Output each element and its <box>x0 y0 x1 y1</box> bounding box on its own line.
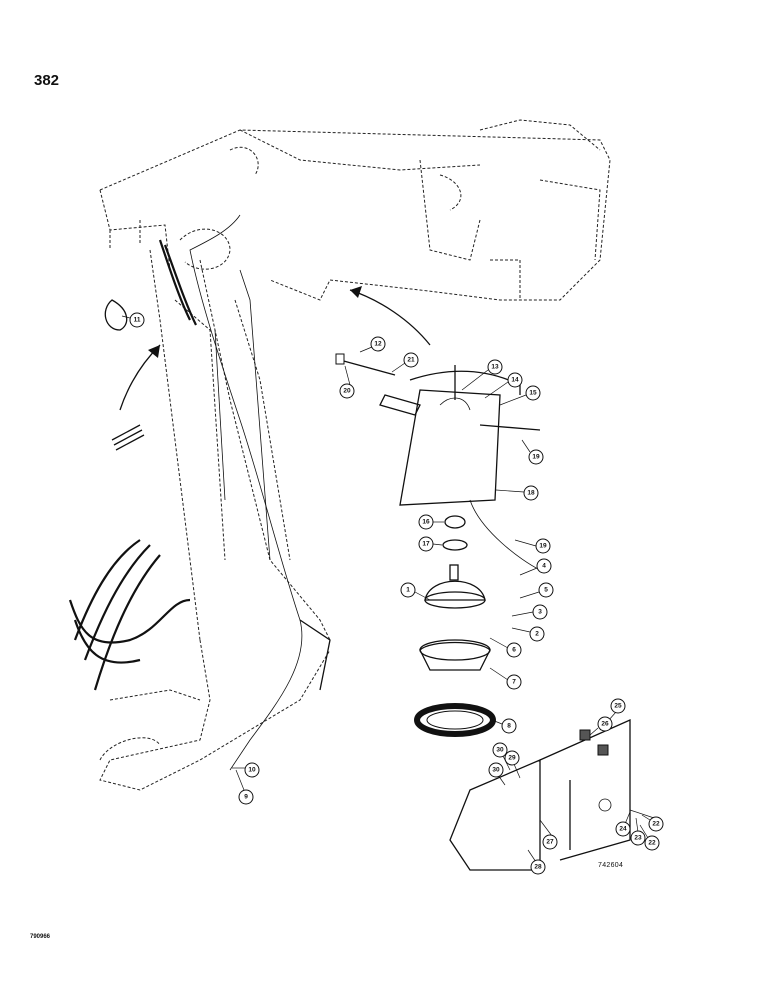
callout-30-upper: 30 <box>492 742 511 771</box>
svg-text:25: 25 <box>614 703 622 710</box>
wiring-harness <box>189 214 541 771</box>
svg-text:14: 14 <box>511 377 519 384</box>
svg-text:16: 16 <box>422 519 430 526</box>
callout-9: 9 <box>235 769 254 805</box>
callout-15: 15 <box>499 385 541 406</box>
callout-20: 20 <box>339 365 355 399</box>
callout-18: 18 <box>495 485 539 501</box>
callout-28: 28 <box>527 849 546 875</box>
callout-7: 7 <box>489 667 522 690</box>
svg-text:29: 29 <box>508 755 516 762</box>
svg-text:19: 19 <box>539 543 547 550</box>
assembly-arrows <box>119 286 431 411</box>
callout-12: 12 <box>359 336 386 353</box>
callout-24: 24 <box>615 811 631 837</box>
figure-code: 742604 <box>598 862 624 869</box>
svg-text:20: 20 <box>343 388 351 395</box>
callout-22-lower: 22 <box>639 824 660 851</box>
callout-3: 3 <box>511 604 548 620</box>
svg-text:19: 19 <box>532 454 540 461</box>
page-number: 382 <box>34 72 60 89</box>
svg-text:27: 27 <box>546 839 554 846</box>
callout-10: 10 <box>232 762 260 778</box>
svg-text:24: 24 <box>619 826 627 833</box>
hydraulic-hoses <box>68 239 197 691</box>
callout-2: 2 <box>511 626 545 642</box>
mounting-bolt-and-bracket <box>335 353 421 416</box>
callout-1: 1 <box>400 582 431 601</box>
svg-text:5: 5 <box>544 587 548 594</box>
hose-clamp <box>104 299 145 451</box>
svg-text:18: 18 <box>527 490 535 497</box>
callout-27: 27 <box>539 819 558 850</box>
lamp-guard-assembly <box>449 718 661 871</box>
svg-text:1: 1 <box>406 587 410 594</box>
svg-text:2: 2 <box>535 631 539 638</box>
svg-text:26: 26 <box>601 721 609 728</box>
callout-11: 11 <box>121 312 145 328</box>
svg-text:21: 21 <box>407 357 415 364</box>
svg-text:13: 13 <box>491 364 499 371</box>
callout-22-upper: 22 <box>641 814 664 832</box>
svg-text:15: 15 <box>529 390 537 397</box>
svg-text:10: 10 <box>248 767 256 774</box>
callout-26: 26 <box>589 716 613 736</box>
svg-text:28: 28 <box>534 864 542 871</box>
callout-17: 17 <box>418 536 443 552</box>
callout-21: 21 <box>391 352 419 373</box>
svg-text:12: 12 <box>374 341 382 348</box>
svg-text:8: 8 <box>507 723 511 730</box>
callout-5: 5 <box>519 582 554 599</box>
callout-14: 14 <box>484 372 523 399</box>
svg-text:7: 7 <box>512 679 516 686</box>
svg-text:30: 30 <box>496 747 504 754</box>
svg-text:22: 22 <box>652 821 660 828</box>
svg-text:23: 23 <box>634 835 642 842</box>
callout-13: 13 <box>461 359 503 391</box>
boom-phantom-outline <box>99 119 611 301</box>
callout-30-lower: 30 <box>488 762 506 786</box>
callout-6: 6 <box>489 637 522 658</box>
dipper-arm-outline <box>99 249 331 791</box>
svg-text:17: 17 <box>422 541 430 548</box>
callout-8: 8 <box>491 718 517 734</box>
svg-text:3: 3 <box>538 609 542 616</box>
svg-text:11: 11 <box>134 317 141 324</box>
svg-text:9: 9 <box>244 794 248 801</box>
callout-29: 29 <box>504 750 521 779</box>
svg-text:30: 30 <box>492 767 500 774</box>
callout-19-wire: 19 <box>514 538 551 554</box>
svg-text:6: 6 <box>512 647 516 654</box>
callout-23: 23 <box>630 817 646 846</box>
svg-text:4: 4 <box>542 563 546 570</box>
drawing-code: 790966 <box>30 934 51 940</box>
svg-text:22: 22 <box>648 840 656 847</box>
callout-16: 16 <box>418 514 444 530</box>
lamp-parts-stack <box>414 515 496 737</box>
callout-19-housing: 19 <box>521 439 544 465</box>
callout-4: 4 <box>519 558 552 576</box>
